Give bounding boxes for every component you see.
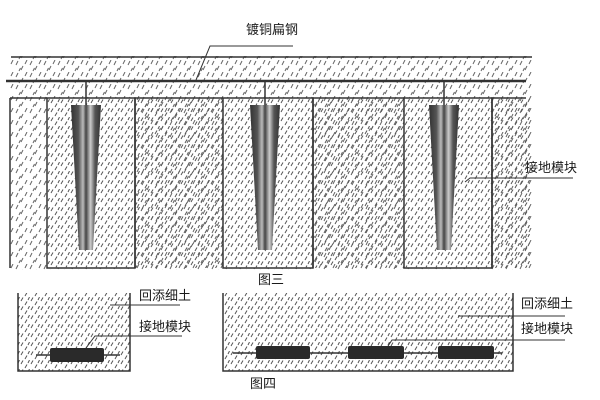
- horizontal-module-3: [438, 346, 494, 359]
- topsoil-layer: [10, 56, 532, 80]
- figure-3: [6, 45, 573, 270]
- grounding-module-2: [250, 82, 280, 250]
- backfill-label-right: 回添细土: [521, 297, 574, 312]
- horizontal-module: [50, 348, 104, 362]
- figure-4-caption: 图四: [250, 377, 277, 392]
- module-label-fig3: 接地模块: [525, 161, 578, 176]
- backfill-label-left: 回添细土: [139, 289, 192, 304]
- module-label-right: 接地模块: [521, 322, 574, 337]
- pit-2: [135, 97, 314, 269]
- figure-3-caption: 图三: [258, 273, 285, 288]
- grounding-module-1: [71, 82, 101, 250]
- pit-3: [313, 97, 493, 269]
- horizontal-module-2: [348, 346, 404, 359]
- copper-strip-label: 镀铜扁钢: [246, 23, 299, 38]
- figure-4-single-pit: [17, 293, 182, 372]
- module-leader-line: [464, 177, 573, 183]
- module-label-left: 接地模块: [139, 320, 192, 335]
- horizontal-module-1: [256, 346, 310, 359]
- figure-4-long-pit: [222, 293, 565, 372]
- grounding-module-3: [429, 82, 459, 250]
- strip-leader-line: [195, 45, 293, 81]
